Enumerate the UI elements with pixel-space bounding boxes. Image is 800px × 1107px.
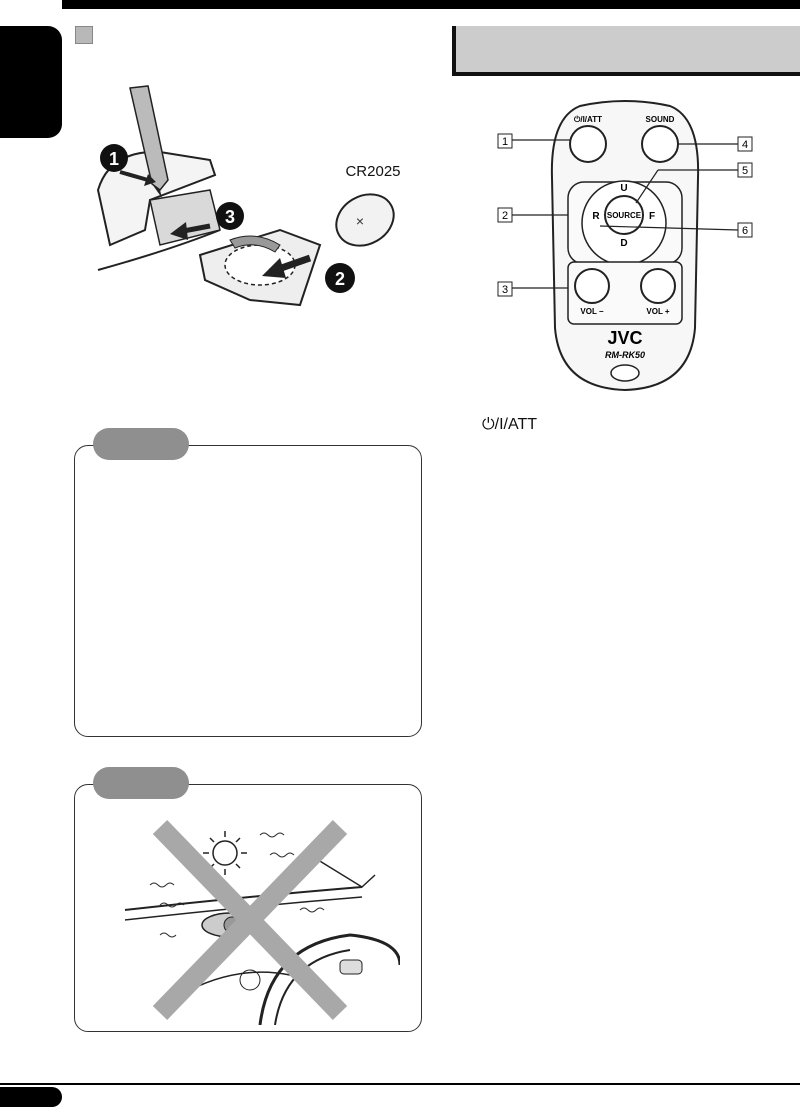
up-label: U — [620, 183, 627, 194]
svg-text:×: × — [356, 213, 364, 229]
remote-control-diagram: ⏻/I/ATT SOUND SOURCE U D R F VOL − VOL +… — [497, 100, 753, 392]
callout-6: 6 — [742, 225, 748, 237]
ir-window — [610, 364, 640, 382]
battery-replacement-illustration: 1 3 2 × CR2025 — [96, 85, 401, 307]
power-att-button[interactable] — [569, 125, 607, 163]
coin-battery — [335, 193, 395, 247]
battery-slot — [149, 189, 221, 246]
section-marker — [75, 26, 93, 44]
caution-badge-1 — [93, 428, 189, 460]
caution-badge-2 — [93, 767, 189, 799]
vol-minus-button[interactable] — [574, 268, 610, 304]
page-number-tab — [0, 1087, 62, 1107]
svg-text:1: 1 — [109, 149, 119, 169]
sound-button[interactable] — [641, 125, 679, 163]
model-label: RM-RK50 — [605, 350, 645, 360]
caution-frame-2 — [74, 784, 422, 1032]
vol-minus-label: VOL − — [580, 307, 604, 316]
left-label: R — [592, 211, 600, 222]
down-label: D — [620, 238, 627, 249]
brand-logo: JVC — [607, 328, 642, 348]
steering-wheel — [258, 933, 400, 1025]
pen-tool — [129, 85, 169, 192]
callout-2: 2 — [502, 210, 508, 222]
step-2-marker — [325, 263, 355, 293]
section-header-box — [452, 26, 800, 76]
right-label: F — [649, 211, 655, 222]
callout-5: 5 — [742, 165, 748, 177]
caution-frame-1 — [74, 445, 422, 737]
sound-label: SOUND — [646, 115, 675, 124]
svg-text:3: 3 — [225, 207, 235, 227]
bottom-rule — [0, 1083, 800, 1085]
vol-plus-label: VOL + — [646, 307, 670, 316]
top-rule — [62, 0, 800, 9]
language-side-tab — [0, 26, 62, 138]
step-1-marker — [100, 144, 128, 172]
callout-3: 3 — [502, 284, 508, 296]
att-reference-label: ⏻/I/ATT — [482, 416, 538, 433]
power-att-label: ⏻/I/ATT — [574, 115, 602, 124]
source-label: SOURCE — [607, 211, 642, 220]
sunlight-warning-illustration — [124, 820, 400, 1025]
callout-4: 4 — [742, 139, 748, 151]
vol-plus-button[interactable] — [640, 268, 676, 304]
source-button[interactable] — [604, 195, 644, 235]
callout-1: 1 — [502, 136, 508, 148]
prohibited-cross-2 — [152, 820, 348, 1020]
sun-icon — [212, 840, 238, 866]
battery-type-label: CR2025 — [345, 163, 400, 180]
step-3-marker — [216, 202, 244, 230]
svg-text:2: 2 — [335, 269, 345, 289]
